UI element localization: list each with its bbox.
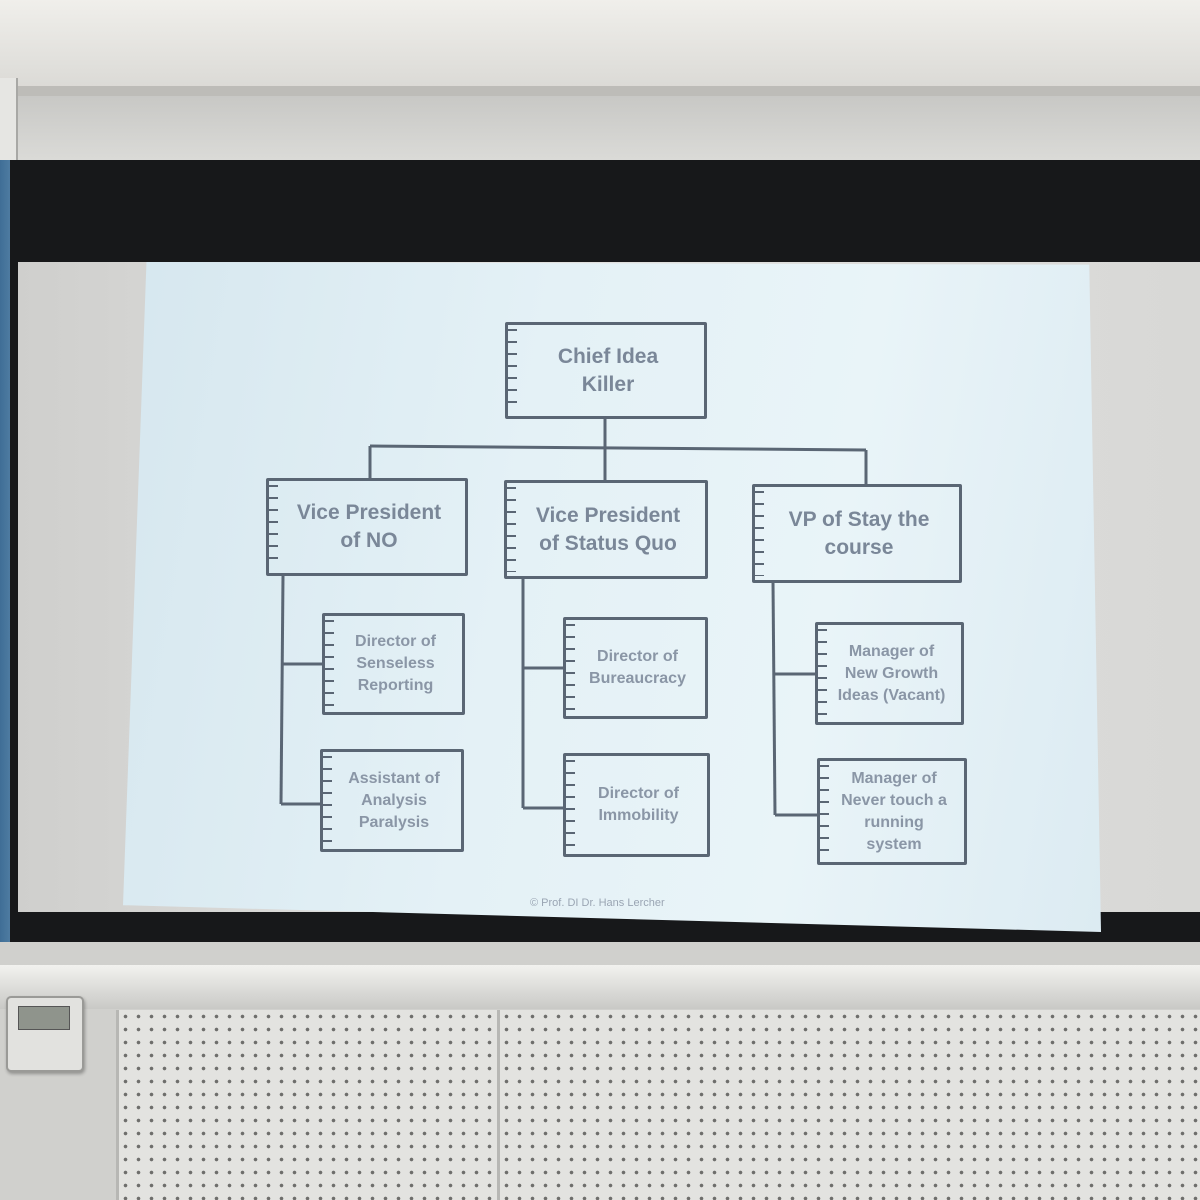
box-director-bureaucracy: Director of Bureaucracy [563,617,708,719]
slide-copyright: © Prof. DI Dr. Hans Lercher [530,897,665,909]
connector-col-3 [771,581,777,816]
box-vp-stay-the-course: VP of Stay the course [752,484,962,583]
wall-band [0,96,1200,166]
connector-col-1 [279,575,285,805]
cabinet-top-ledge [0,965,1200,1009]
ceiling [0,0,1200,92]
box-chief-idea-killer: Chief Idea Killer [505,322,707,419]
box-director-immobility: Director of Immobility [563,753,710,857]
box-manager-new-growth-ideas: Manager of New Growth Ideas (Vacant) [815,622,964,725]
projected-slide [123,262,1101,932]
box-assistant-analysis-paralysis: Assistant of Analysis Paralysis [320,749,464,852]
perforated-cabinet-right [497,1010,1200,1200]
box-vp-of-no: Vice President of NO [266,478,468,576]
thermostat-device [6,996,84,1072]
box-director-senseless-reporting: Director of Senseless Reporting [322,613,465,715]
left-post [0,78,18,170]
thermostat-display [18,1006,70,1030]
perforated-cabinet-left [116,1010,497,1200]
connector-bus [369,444,867,452]
box-vp-status-quo: Vice President of Status Quo [504,480,708,579]
box-manager-never-touch: Manager of Never touch a running system [817,758,967,865]
ceiling-trim [0,86,1200,96]
